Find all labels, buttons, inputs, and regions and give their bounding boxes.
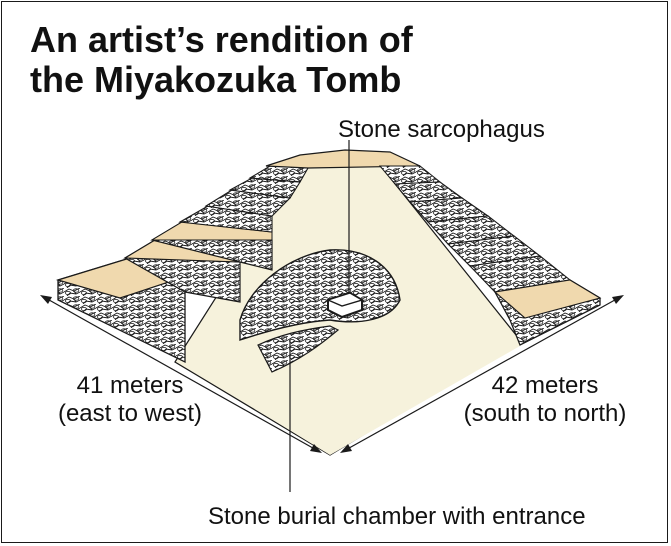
south-north-distance: 42 meters: [491, 372, 599, 399]
left-stepped-side: [55, 165, 309, 364]
south-north-dimension: [340, 295, 624, 453]
figure-title: An artist’s rendition of the Miyakozuka …: [30, 20, 413, 100]
stone-chamber: [239, 249, 401, 373]
east-west-direction: (east to west): [57, 400, 203, 427]
burial-chamber-label: Stone burial chamber with entrance: [208, 503, 586, 530]
south-north-label: 42 meters (south to north): [440, 372, 650, 428]
stone-sarcophagus: [325, 291, 364, 319]
south-north-direction: (south to north): [463, 400, 627, 427]
mound-top: [265, 149, 421, 169]
right-stepped-side: [378, 165, 602, 346]
sarcophagus-label: Stone sarcophagus: [338, 116, 545, 143]
east-west-dimension: [40, 295, 322, 453]
title-line-1: An artist’s rendition of: [30, 19, 413, 60]
title-line-2: the Miyakozuka Tomb: [30, 59, 402, 100]
east-west-distance: 41 meters: [76, 372, 184, 399]
east-west-label: 41 meters (east to west): [40, 372, 220, 428]
